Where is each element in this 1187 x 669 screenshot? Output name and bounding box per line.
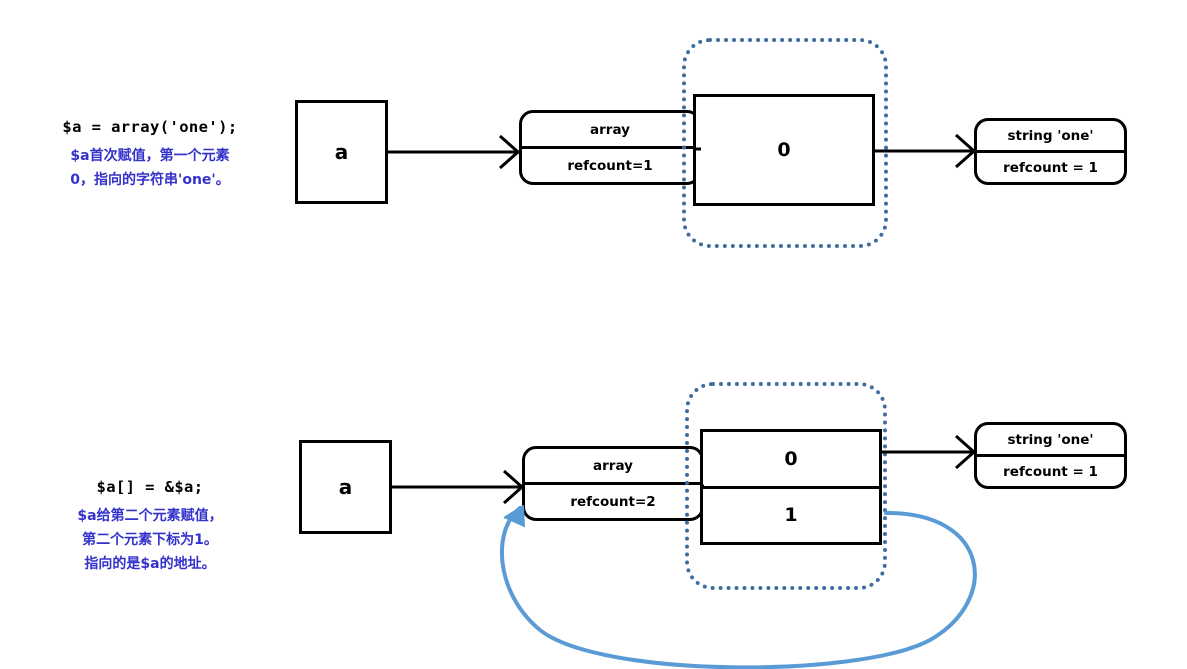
zval-refcount-label: refcount=2: [570, 493, 656, 510]
zval-type-label: array: [593, 457, 633, 474]
zval-refcount-row: refcount=1: [522, 149, 698, 182]
variable-box-row-two: a: [299, 440, 392, 534]
arrow-var-to-array-row-two: [392, 469, 525, 505]
note-line: 0，指向的字符串'one'。: [70, 172, 230, 188]
string-zval-refcount-row: refcount = 1: [977, 153, 1124, 182]
zval-refcount-label: refcount=1: [567, 157, 653, 174]
string-zval-refcount-label: refcount = 1: [1003, 463, 1098, 480]
array-element-index-label: 1: [784, 504, 798, 527]
array-element-cell: 0: [703, 432, 879, 486]
caption-row-two: $a[] = &$a; $a给第二个元素赋值， 第二个元素下标为1。 指向的是$…: [40, 478, 260, 576]
string-zval-box-row-one: string 'one' refcount = 1: [974, 118, 1127, 185]
array-element-index-label: 0: [784, 447, 798, 470]
array-element-stack-row-two: 0 1: [700, 429, 882, 545]
zval-refcount-row: refcount=2: [525, 485, 701, 518]
string-zval-type-label: string 'one': [1007, 127, 1094, 144]
array-element-stack-row-one: 0: [693, 94, 875, 206]
variable-label: a: [334, 140, 349, 164]
array-element-index-label: 0: [777, 139, 791, 161]
note-row-one: $a首次赋值，第一个元素 0，指向的字符串'one'。: [40, 144, 260, 192]
arrow-var-to-array-row-one: [388, 134, 521, 170]
array-zval-box-row-one: array refcount=1: [519, 110, 701, 185]
note-row-two: $a给第二个元素赋值， 第二个元素下标为1。 指向的是$a的地址。: [40, 504, 260, 576]
string-zval-box-row-two: string 'one' refcount = 1: [974, 422, 1127, 489]
string-zval-refcount-label: refcount = 1: [1003, 159, 1098, 176]
note-line: $a给第二个元素赋值，: [77, 508, 223, 524]
caption-row-one: $a = array('one'); $a首次赋值，第一个元素 0，指向的字符串…: [40, 118, 260, 192]
zval-type-row: array: [522, 113, 698, 149]
note-line: $a首次赋值，第一个元素: [70, 148, 230, 164]
variable-label: a: [338, 475, 353, 499]
arrow-element-to-string-row-two: [882, 434, 977, 470]
variable-box-row-one: a: [295, 100, 388, 204]
array-element-cell: 0: [696, 97, 872, 203]
zval-type-row: array: [525, 449, 701, 485]
array-element-cell: 1: [703, 485, 879, 543]
note-line: 第二个元素下标为1。: [82, 532, 218, 548]
note-line: 指向的是$a的地址。: [84, 556, 216, 572]
arrow-element-to-string-row-one: [875, 133, 977, 169]
string-zval-type-label: string 'one': [1007, 431, 1094, 448]
string-zval-type-row: string 'one': [977, 121, 1124, 153]
array-elements-group-row-one: [682, 38, 888, 248]
string-zval-refcount-row: refcount = 1: [977, 457, 1124, 486]
code-snippet-row-two: $a[] = &$a;: [96, 478, 204, 496]
array-zval-box-row-two: array refcount=2: [522, 446, 704, 521]
string-zval-type-row: string 'one': [977, 425, 1124, 457]
code-snippet-row-one: $a = array('one');: [62, 118, 238, 136]
zval-type-label: array: [590, 121, 630, 138]
